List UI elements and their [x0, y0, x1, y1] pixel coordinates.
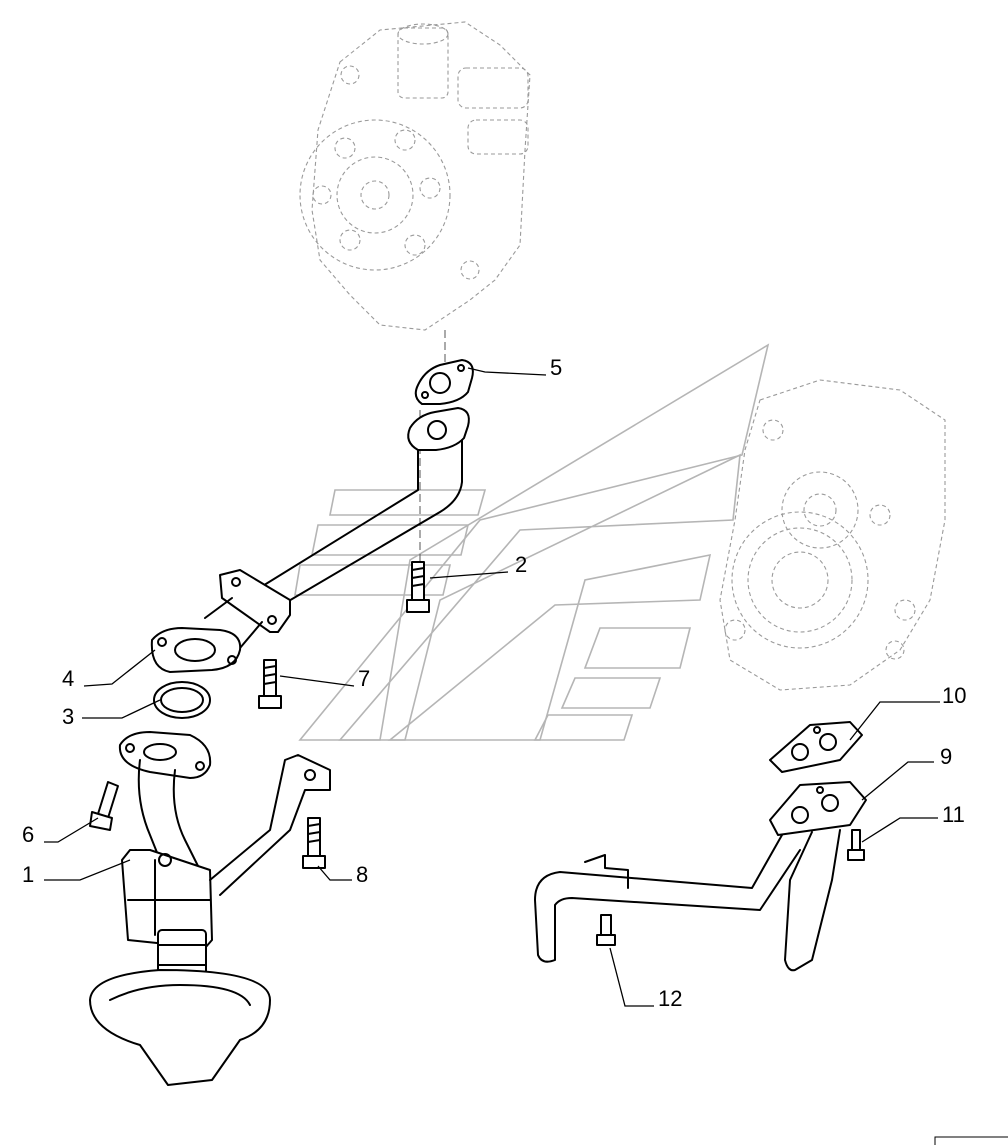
corner-frame: [934, 1136, 1008, 1145]
bolt-part-8: [302, 817, 326, 869]
phantom-gear-housing: [719, 379, 946, 691]
gasket-part-5: [414, 359, 474, 405]
o-ring-part-3: [153, 681, 211, 719]
watermark-logo: [294, 343, 770, 741]
callout-11: 11: [942, 802, 965, 827]
bolt-part-11: [847, 829, 865, 861]
bolt-part-6: [89, 781, 119, 831]
bolt-part-2: [406, 561, 430, 613]
suction-tube-part-9: [534, 781, 867, 972]
leader-lines: [44, 367, 940, 1007]
callout-5: 5: [550, 355, 562, 380]
bolt-part-12: [596, 914, 616, 946]
callout-3: 3: [62, 704, 74, 729]
gasket-part-10: [769, 721, 863, 773]
bolt-part-7: [258, 659, 282, 709]
callout-8: 8: [356, 862, 368, 887]
callout-4: 4: [62, 666, 74, 691]
callout-labels: 1 2 3 4 5 6 7 8 9 10 11 12: [22, 355, 966, 1011]
callout-9: 9: [940, 744, 952, 769]
oil-strainer-part-1: [89, 731, 331, 1086]
phantom-oil-pump-housing: [299, 21, 531, 331]
callout-6: 6: [22, 822, 34, 847]
callout-10: 10: [942, 683, 966, 708]
callout-2: 2: [515, 552, 527, 577]
callout-7: 7: [358, 666, 370, 691]
suction-tube-part-4: [150, 407, 470, 673]
callout-12: 12: [658, 986, 682, 1011]
callout-1: 1: [22, 862, 34, 887]
